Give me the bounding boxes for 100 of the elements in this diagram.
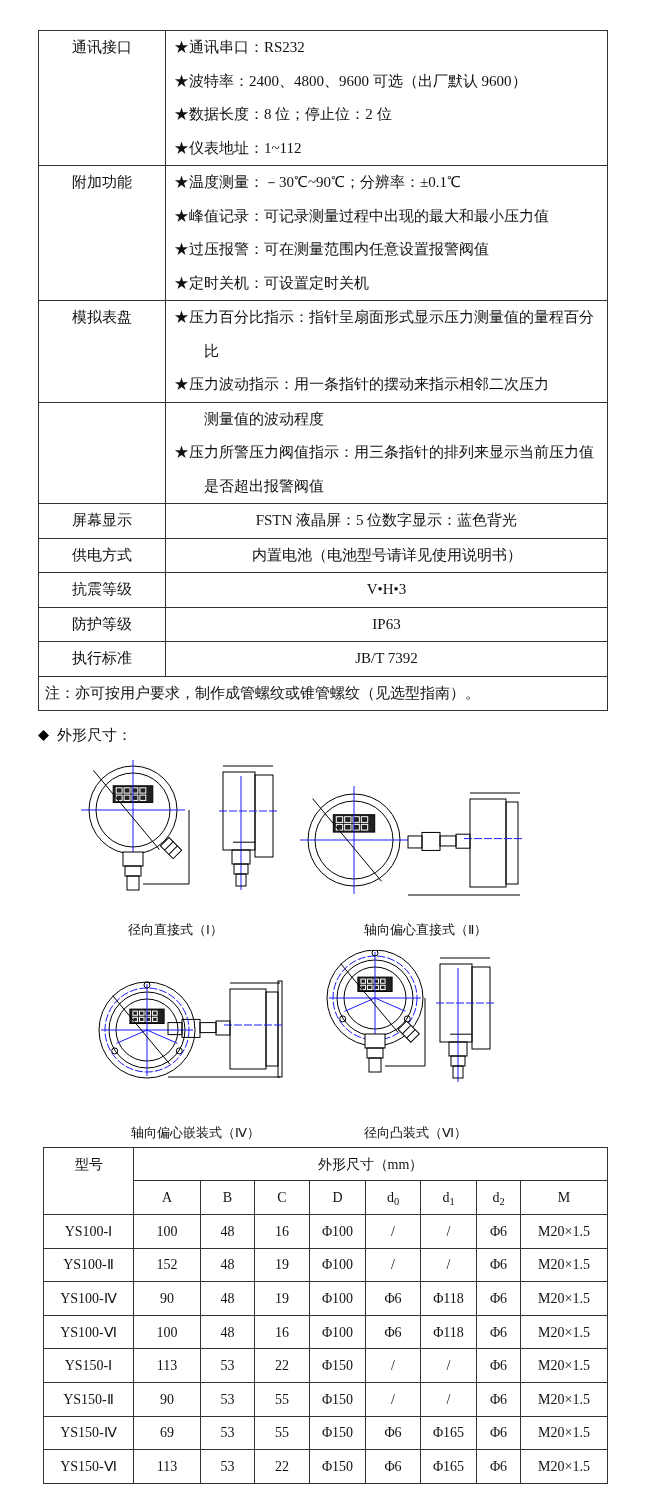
table-value: /	[391, 1222, 395, 1241]
table-value: Φ6	[489, 1357, 508, 1376]
table-value: /	[391, 1357, 395, 1376]
spec-value: V•H•3	[366, 581, 407, 597]
table-value: 100	[156, 1323, 178, 1342]
row-header: 抗震等级	[72, 581, 132, 597]
column-header: 外形尺寸（mm）	[317, 1155, 424, 1174]
table-value: 69	[160, 1424, 174, 1443]
column-header: d$_{0}$	[386, 1189, 400, 1208]
table-value: 48	[220, 1290, 235, 1308]
table-value: /	[391, 1390, 395, 1409]
row-header: 通讯接口	[72, 39, 132, 55]
spec-value: FSTN 液晶屏：5 位数字显示：蓝色背光	[255, 512, 518, 528]
table-value: 19	[275, 1256, 289, 1275]
table-value: Φ150	[321, 1457, 354, 1476]
spec-value: 内置电池（电池型号请详见使用说明书）	[251, 546, 522, 563]
column-header: A	[161, 1189, 173, 1207]
row-header: 附加功能	[72, 174, 132, 190]
table-value: Φ165	[432, 1457, 465, 1476]
spec-item: ★通讯串口：RS232	[174, 39, 305, 55]
figure-caption: 轴向偏心嵌装式（Ⅳ）	[130, 1125, 260, 1140]
table-value: Φ6	[489, 1256, 508, 1275]
column-header: C	[277, 1189, 287, 1207]
table-value: Φ100	[321, 1222, 354, 1241]
table-value: 53	[220, 1357, 235, 1376]
table-value: Φ100	[321, 1290, 354, 1308]
spec-value: JB/T 7392	[355, 650, 418, 666]
section-heading: 外形尺寸：	[57, 726, 132, 745]
table-value: M20×1.5	[538, 1323, 590, 1342]
spec-item: 测量值的波动程度	[204, 410, 324, 427]
table-value: 22	[275, 1457, 289, 1476]
table-value: 55	[275, 1390, 289, 1409]
table-value: 55	[275, 1424, 289, 1443]
table-value: M20×1.5	[538, 1290, 590, 1308]
model-name: YS100-Ⅰ	[64, 1222, 113, 1241]
row-header: 防护等级	[72, 615, 132, 632]
row-header: 供电方式	[72, 546, 132, 563]
model-name: YS100-Ⅱ	[63, 1256, 114, 1275]
table-value: /	[391, 1256, 395, 1275]
table-value: Φ6	[384, 1323, 402, 1342]
table-value: 53	[220, 1424, 235, 1443]
table-value: /	[446, 1222, 451, 1241]
figure-caption: 径向凸装式（Ⅵ）	[363, 1125, 467, 1140]
spec-item: ★温度测量：－30℃~90℃；分辨率：±0.1℃	[174, 174, 462, 190]
table-value: 16	[275, 1323, 289, 1342]
spec-item: ★仪表地址：1~112	[174, 139, 302, 156]
table-value: M20×1.5	[538, 1222, 590, 1241]
row-header: 模拟表盘	[72, 309, 132, 325]
table-value: Φ6	[384, 1290, 402, 1308]
table-value: Φ6	[489, 1390, 508, 1409]
column-header: B	[222, 1189, 233, 1207]
spec-item: ★压力百分比指示：指针呈扇面形式显示压力测量值的量程百分比	[174, 309, 594, 359]
table-value: Φ6	[489, 1290, 508, 1308]
figure-caption: 轴向偏心直接式（Ⅱ）	[363, 922, 487, 937]
table-value: 53	[220, 1457, 235, 1476]
table-value: 90	[160, 1290, 174, 1308]
table-value: M20×1.5	[538, 1424, 590, 1443]
row-header: 执行标准	[72, 650, 132, 666]
column-header: d$_{2}$	[492, 1189, 505, 1208]
model-name: YS150-Ⅱ	[63, 1390, 114, 1409]
table-value: Φ6	[489, 1424, 508, 1443]
model-name: YS150-Ⅳ	[60, 1424, 117, 1443]
table-value: Φ6	[489, 1323, 508, 1342]
table-value: 90	[160, 1390, 174, 1409]
table-value: 113	[156, 1357, 178, 1376]
table-value: Φ6	[384, 1424, 402, 1443]
column-header: D	[332, 1189, 343, 1207]
table-value: Φ150	[321, 1390, 354, 1409]
table-value: M20×1.5	[538, 1390, 590, 1409]
table-value: Φ118	[433, 1323, 464, 1342]
table-value: 53	[220, 1390, 235, 1409]
table-value: 22	[275, 1357, 289, 1376]
table-value: Φ100	[321, 1323, 354, 1342]
table-value: /	[446, 1256, 451, 1275]
model-name: YS150-Ⅰ	[64, 1357, 113, 1376]
note: 注：亦可按用户要求，制作成管螺纹或锥管螺纹（见选型指南）。	[45, 684, 480, 701]
figure-caption: 径向直接式（Ⅰ）	[127, 922, 223, 937]
spec-item: ★波特率：2400、4800、9600 可选（出厂默认 9600）	[174, 72, 527, 89]
table-value: 152	[156, 1256, 178, 1275]
table-value: Φ150	[321, 1424, 354, 1443]
table-value: 19	[275, 1290, 289, 1308]
table-value: M20×1.5	[538, 1457, 590, 1476]
model-name: YS100-Ⅳ	[60, 1290, 117, 1308]
column-header: 型号	[74, 1156, 103, 1174]
table-value: 48	[220, 1323, 235, 1342]
table-value: /	[446, 1390, 451, 1409]
table-value: Φ118	[433, 1290, 464, 1308]
column-header: M	[557, 1189, 571, 1207]
spec-value: IP63	[372, 615, 401, 632]
spec-item: ★压力波动指示：用一条指针的摆动来指示相邻二次压力	[174, 376, 549, 392]
table-value: M20×1.5	[538, 1256, 590, 1275]
row-header: 屏幕显示	[72, 512, 132, 528]
model-name: YS100-Ⅵ	[60, 1323, 117, 1342]
table-value: Φ6	[489, 1457, 508, 1476]
table-value: 48	[220, 1256, 235, 1275]
table-value: Φ100	[321, 1256, 354, 1275]
table-value: Φ6	[489, 1222, 508, 1241]
table-value: Φ6	[384, 1457, 402, 1476]
table-value: Φ165	[432, 1424, 465, 1443]
table-value: 113	[156, 1457, 178, 1476]
